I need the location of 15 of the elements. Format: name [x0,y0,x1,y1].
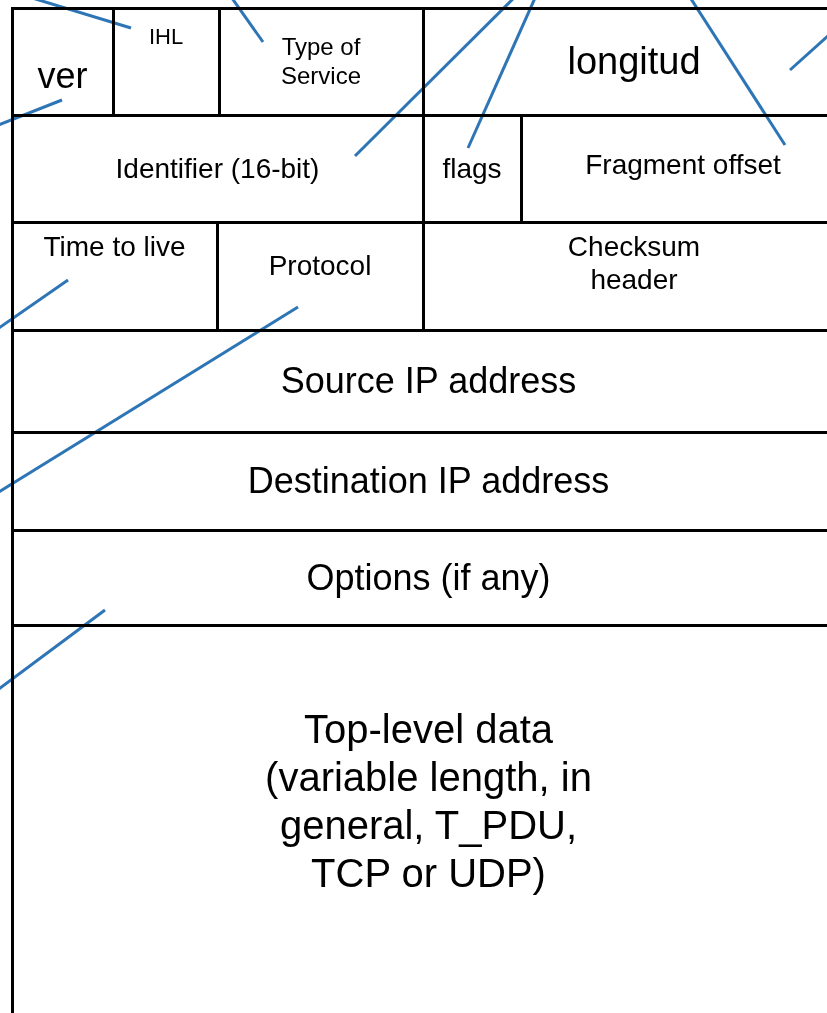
field-label: ver [37,53,88,98]
field-label: Destination IP address [247,459,610,503]
field-label: Time to live [43,229,186,264]
field-label: Identifier (16-bit) [115,151,320,186]
header-field-cell [10,6,115,117]
field-label: Top-level data (variable length, in general, T_PDU, TCP or UDP) [264,705,593,897]
field-label: longitud [567,38,701,84]
field-label: Checksum header [566,229,702,297]
field-label: flags [442,151,502,186]
field-label: Type of Service [280,32,362,91]
field-label: IHL [148,23,184,50]
field-label: Options (if any) [306,555,551,600]
field-label: Protocol [268,249,372,283]
field-label: Fragment offset [585,147,781,182]
field-label: Source IP address [280,359,577,403]
